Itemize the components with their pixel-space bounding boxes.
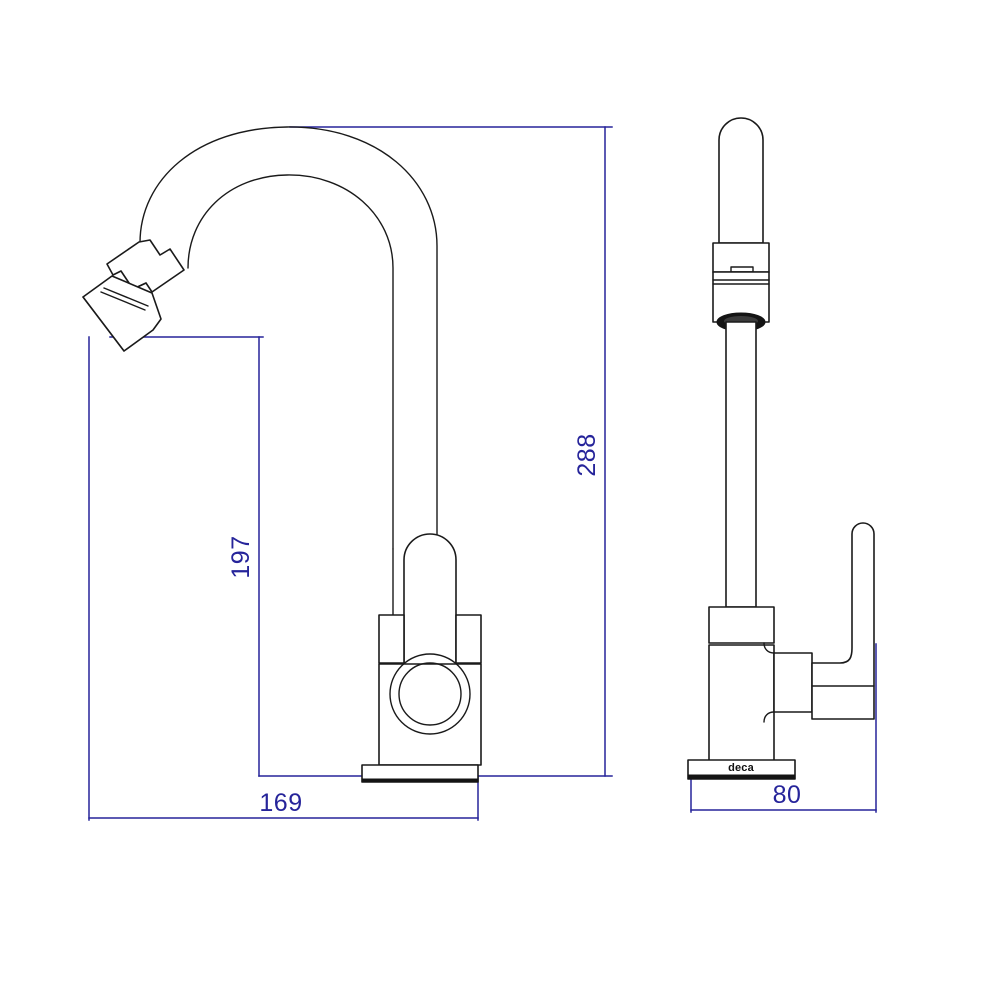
dim-label-197: 197	[227, 535, 255, 578]
escutcheon-base-side-edge	[687, 774, 796, 780]
side-elevation-view	[687, 117, 875, 780]
handle-hub-side	[773, 652, 813, 713]
aerator-outlet-face	[82, 296, 125, 352]
faucet-body-barrel	[378, 663, 482, 766]
dim-label-80: 80	[773, 781, 802, 809]
dimension-lines-group	[88, 126, 877, 821]
dim-label-169: 169	[259, 789, 302, 817]
handle-lever-side	[811, 522, 875, 720]
front-elevation-view	[82, 126, 482, 783]
body-barrel-side	[708, 644, 775, 766]
body-upper-collar-side	[708, 606, 775, 644]
aerator-rim-band-1	[103, 287, 149, 307]
brand-logo-deca: deca	[728, 762, 755, 774]
body-hub-fillet-lower	[763, 711, 775, 723]
body-hub-fillet-upper	[763, 642, 775, 654]
swivel-ring-outer	[389, 653, 471, 735]
spout-outer-wall	[139, 126, 438, 550]
cartridge-collar-right	[455, 614, 482, 664]
aerator-rim-band-2	[100, 291, 146, 311]
spout-inner-wall	[187, 174, 394, 550]
spout-top-column-side	[718, 117, 764, 244]
escutcheon-base-front-edge	[361, 778, 479, 783]
aerator-upper-flange	[106, 239, 185, 293]
riser-tube-side	[725, 321, 757, 608]
cartridge-collar-left	[378, 614, 405, 664]
dim-label-288: 288	[573, 433, 601, 476]
swivel-ring-inner	[398, 662, 462, 726]
